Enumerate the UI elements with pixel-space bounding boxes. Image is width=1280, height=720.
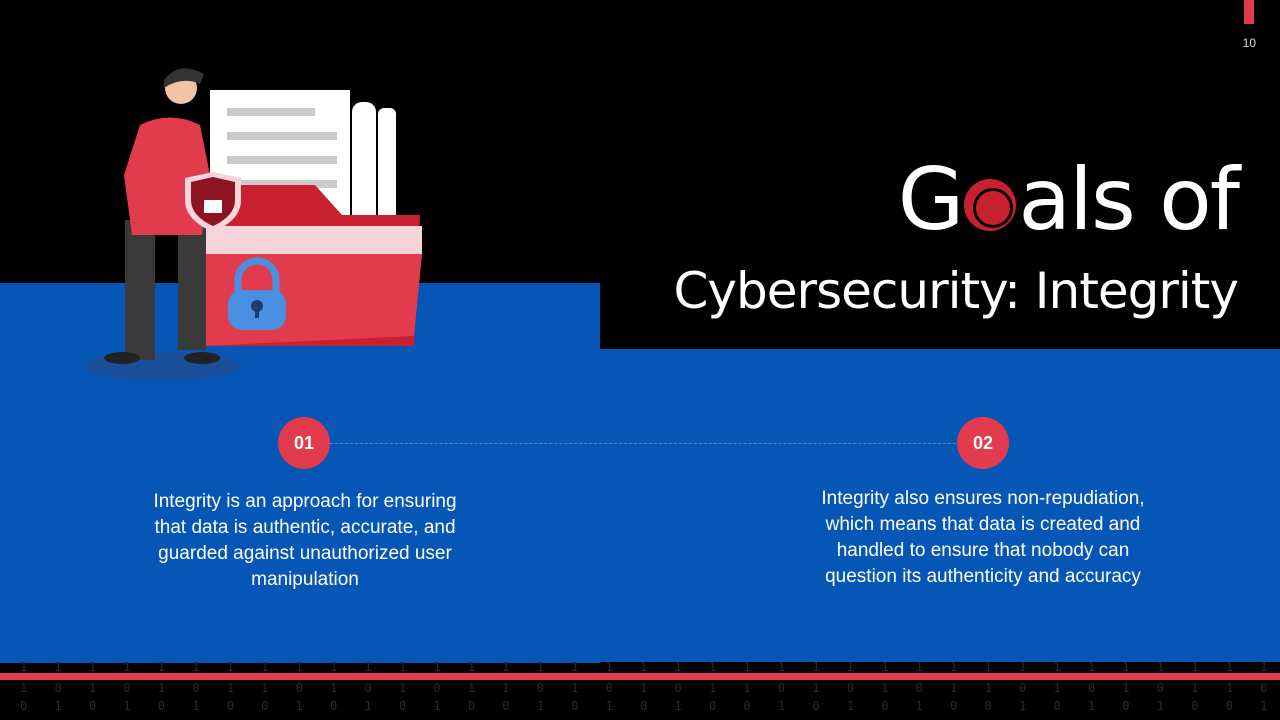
connector-line (330, 443, 956, 444)
binary-decor-row: 0 1 0 1 0 1 0 0 1 0 1 0 1 0 0 1 0 1 0 1 … (20, 699, 1280, 713)
slide-number: 10 (1242, 36, 1256, 50)
title-line-2: Cybersecurity: Integrity (673, 262, 1239, 320)
title-text-als-of: als of (1018, 150, 1240, 250)
slide-number-marker (1244, 0, 1254, 24)
security-illustration (85, 68, 422, 380)
point-text: Integrity also ensures non-repudiation, … (821, 488, 1145, 587)
binary-decor-row: 1 0 1 0 1 0 1 1 0 1 0 1 0 1 1 0 1 0 1 0 … (20, 681, 1280, 695)
point-text: Integrity is an approach for ensuring th… (153, 491, 457, 590)
title-letter-g: G (897, 150, 965, 250)
title-line-1: G als of (897, 150, 1240, 250)
binary-decor-row: 1 1 1 1 1 1 1 1 1 1 1 1 1 1 1 1 1 1 1 1 … (20, 660, 1280, 674)
target-icon (964, 179, 1017, 231)
red-divider-line (0, 673, 1280, 680)
point-number-badge: 01 (278, 417, 330, 469)
point-number-badge: 02 (957, 417, 1009, 469)
blue-panel-slope (0, 283, 1280, 662)
